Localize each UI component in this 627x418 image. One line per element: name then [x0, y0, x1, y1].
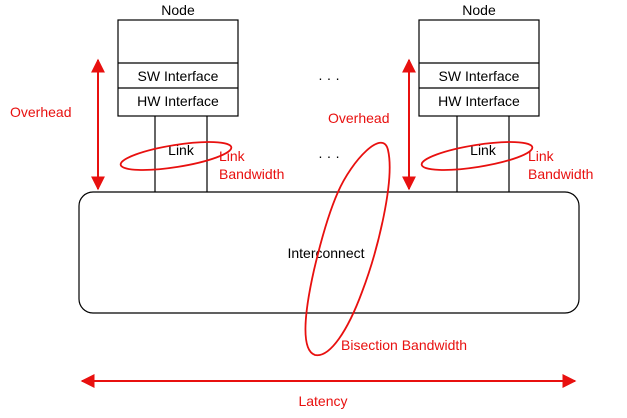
bisection-bandwidth-loop [304, 142, 391, 356]
latency-label: Latency [298, 393, 347, 409]
node-right-title: Node [462, 2, 496, 18]
node-left-link-bandwidth-loop [119, 141, 233, 171]
node-left-link-label: Link [168, 142, 195, 158]
node-left-title: Node [161, 2, 195, 18]
overhead-left-label: Overhead [10, 104, 71, 120]
ellipsis-dots-middle: · · · [318, 148, 340, 164]
node-right-hw-interface: HW Interface [438, 93, 520, 109]
node-left-box [117, 19, 239, 117]
interconnect-box [78, 191, 580, 314]
node-right-link-bw-line1: Link [528, 148, 555, 164]
ellipsis-dots-top: · · · [318, 70, 340, 86]
node-right-link-bandwidth-loop [420, 141, 534, 171]
node-left: Node SW Interface HW Interface Link Link… [117, 2, 284, 192]
overhead-center-label: Overhead [328, 110, 389, 126]
interconnect-label: Interconnect [287, 245, 364, 261]
node-left-link-bw-line1: Link [219, 148, 246, 164]
node-left-link-bw-line2: Bandwidth [219, 166, 284, 182]
node-right-link-bw-line2: Bandwidth [528, 166, 593, 182]
node-right-sw-interface: SW Interface [439, 68, 520, 84]
bisection-bandwidth-label: Bisection Bandwidth [341, 337, 467, 353]
node-left-sw-interface: SW Interface [138, 68, 219, 84]
node-right: Node SW Interface HW Interface Link Link… [418, 2, 593, 192]
node-right-box [418, 19, 540, 117]
node-right-link-label: Link [470, 142, 497, 158]
node-left-hw-interface: HW Interface [137, 93, 219, 109]
